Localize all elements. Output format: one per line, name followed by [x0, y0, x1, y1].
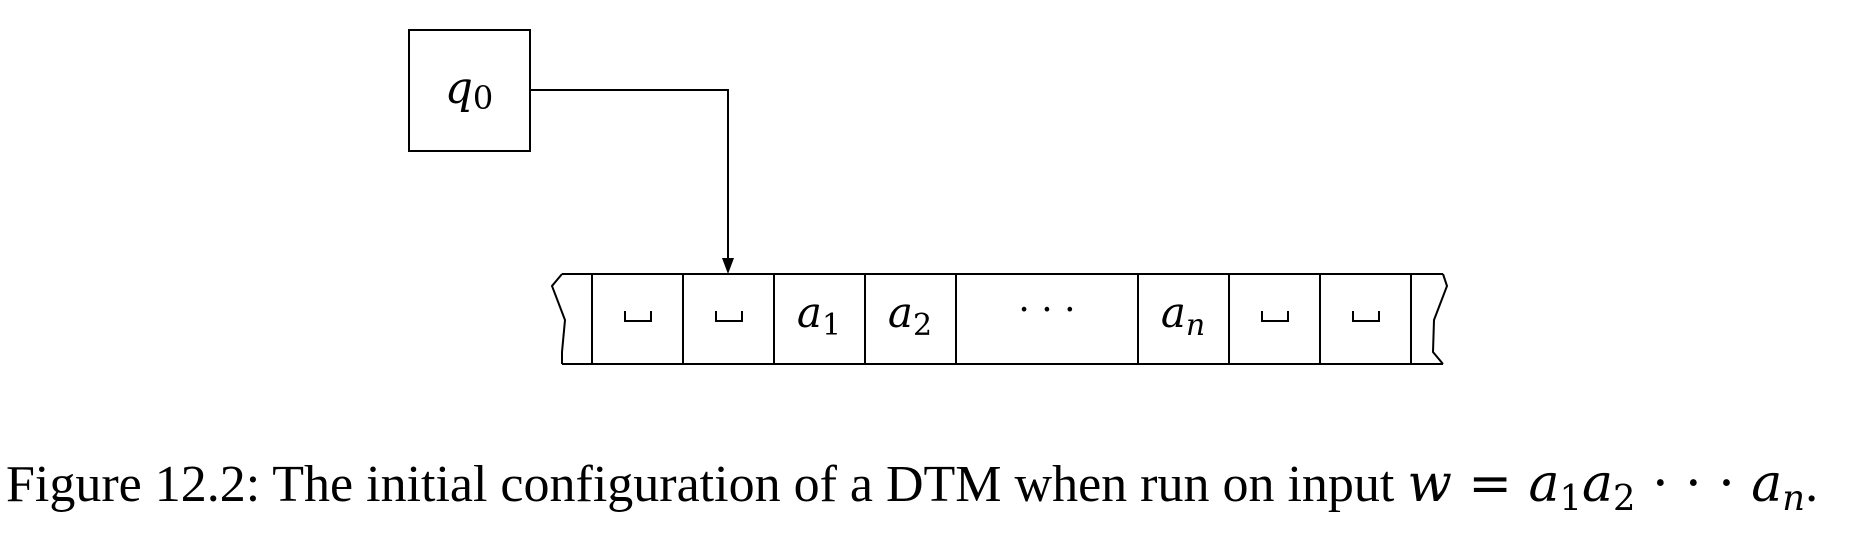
- tape-cell-an: an: [1161, 288, 1205, 343]
- caption-text: Figure 12.2: The initial configuration o…: [6, 456, 1408, 513]
- tape-right-torn-edge: [1431, 273, 1449, 365]
- state-label: q0: [445, 63, 494, 117]
- caption-math: w = a1a2 · · · an: [1407, 454, 1806, 519]
- tape-cell-a1: a1: [797, 288, 841, 343]
- head-arrowhead-icon: [722, 258, 734, 274]
- blank-symbol-icon: [1352, 311, 1380, 322]
- blank-symbol-icon: [715, 311, 743, 322]
- caption-period: .: [1805, 456, 1819, 513]
- figure-caption: Figure 12.2: The initial configuration o…: [6, 458, 1818, 516]
- dtm-diagram: q0 a1 a2 · · · an: [408, 29, 1449, 365]
- tape-left-torn-edge: [550, 273, 567, 364]
- head-arrow-line: [530, 89, 729, 262]
- blank-symbol-icon: [1261, 311, 1289, 322]
- blank-symbol-icon: [624, 311, 652, 322]
- tape-cell-ellipsis: · · ·: [1018, 290, 1075, 331]
- tape-cell-a2: a2: [888, 288, 932, 343]
